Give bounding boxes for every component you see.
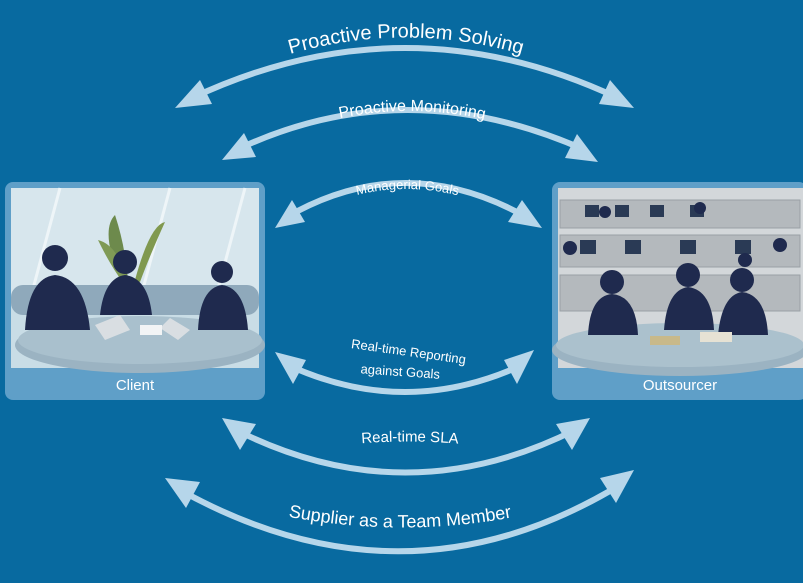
arrow-real-time-sla	[222, 418, 590, 476]
link-label-supplier-team-member: Supplier as a Team Member	[288, 501, 513, 532]
client-panel: Client	[5, 182, 265, 400]
client-caption: Client	[116, 377, 155, 394]
meeting-illustration	[11, 187, 265, 373]
arrow-proactive-monitoring	[222, 107, 598, 162]
office-illustration	[552, 188, 803, 376]
link-label-managerial-goals: Managerial Goals	[354, 177, 461, 198]
arrow-managerial-goals	[275, 180, 542, 228]
outsourcer-panel: Outsourcer	[552, 182, 803, 400]
arrow-real-time-reporting	[275, 350, 534, 395]
outsourcer-caption: Outsourcer	[643, 377, 717, 394]
link-label-proactive-monitoring: Proactive Monitoring	[337, 98, 487, 123]
link-label-real-time-sla: Real-time SLA	[361, 428, 460, 447]
arrow-supplier-team-member	[165, 470, 634, 555]
arrow-proactive-problem-solving	[175, 45, 634, 108]
link-label-real-time-reporting-line2: against Goals	[360, 361, 441, 382]
